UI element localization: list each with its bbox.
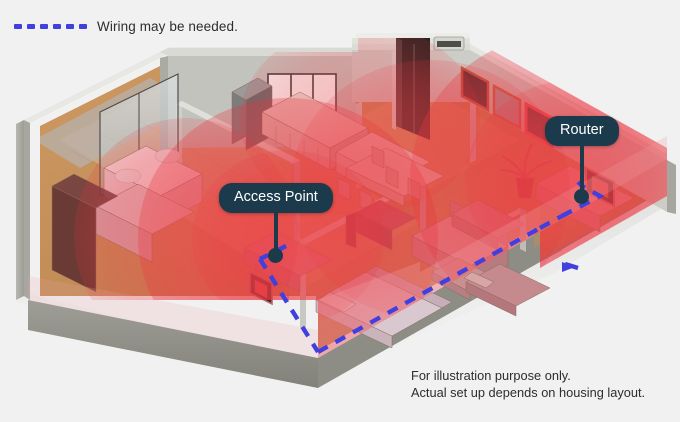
disclaimer: For illustration purpose only. Actual se… bbox=[411, 367, 645, 402]
legend-label: Wiring may be needed. bbox=[97, 19, 238, 34]
access-point-pin bbox=[268, 247, 284, 263]
callout-router[interactable]: Router bbox=[545, 116, 619, 204]
access-point-stem bbox=[273, 212, 278, 249]
router-label: Router bbox=[545, 116, 619, 146]
disclaimer-line-2: Actual set up depends on housing layout. bbox=[411, 385, 646, 401]
router-stem bbox=[579, 145, 584, 190]
router-pin bbox=[574, 188, 590, 204]
wiring-arrow bbox=[562, 262, 575, 272]
dashed-line-icon bbox=[14, 24, 87, 29]
callout-access-point[interactable]: Access Point bbox=[219, 183, 333, 263]
legend: Wiring may be needed. bbox=[14, 19, 238, 34]
access-point-label: Access Point bbox=[219, 183, 333, 213]
disclaimer-line-1: For illustration purpose only. bbox=[411, 368, 571, 383]
